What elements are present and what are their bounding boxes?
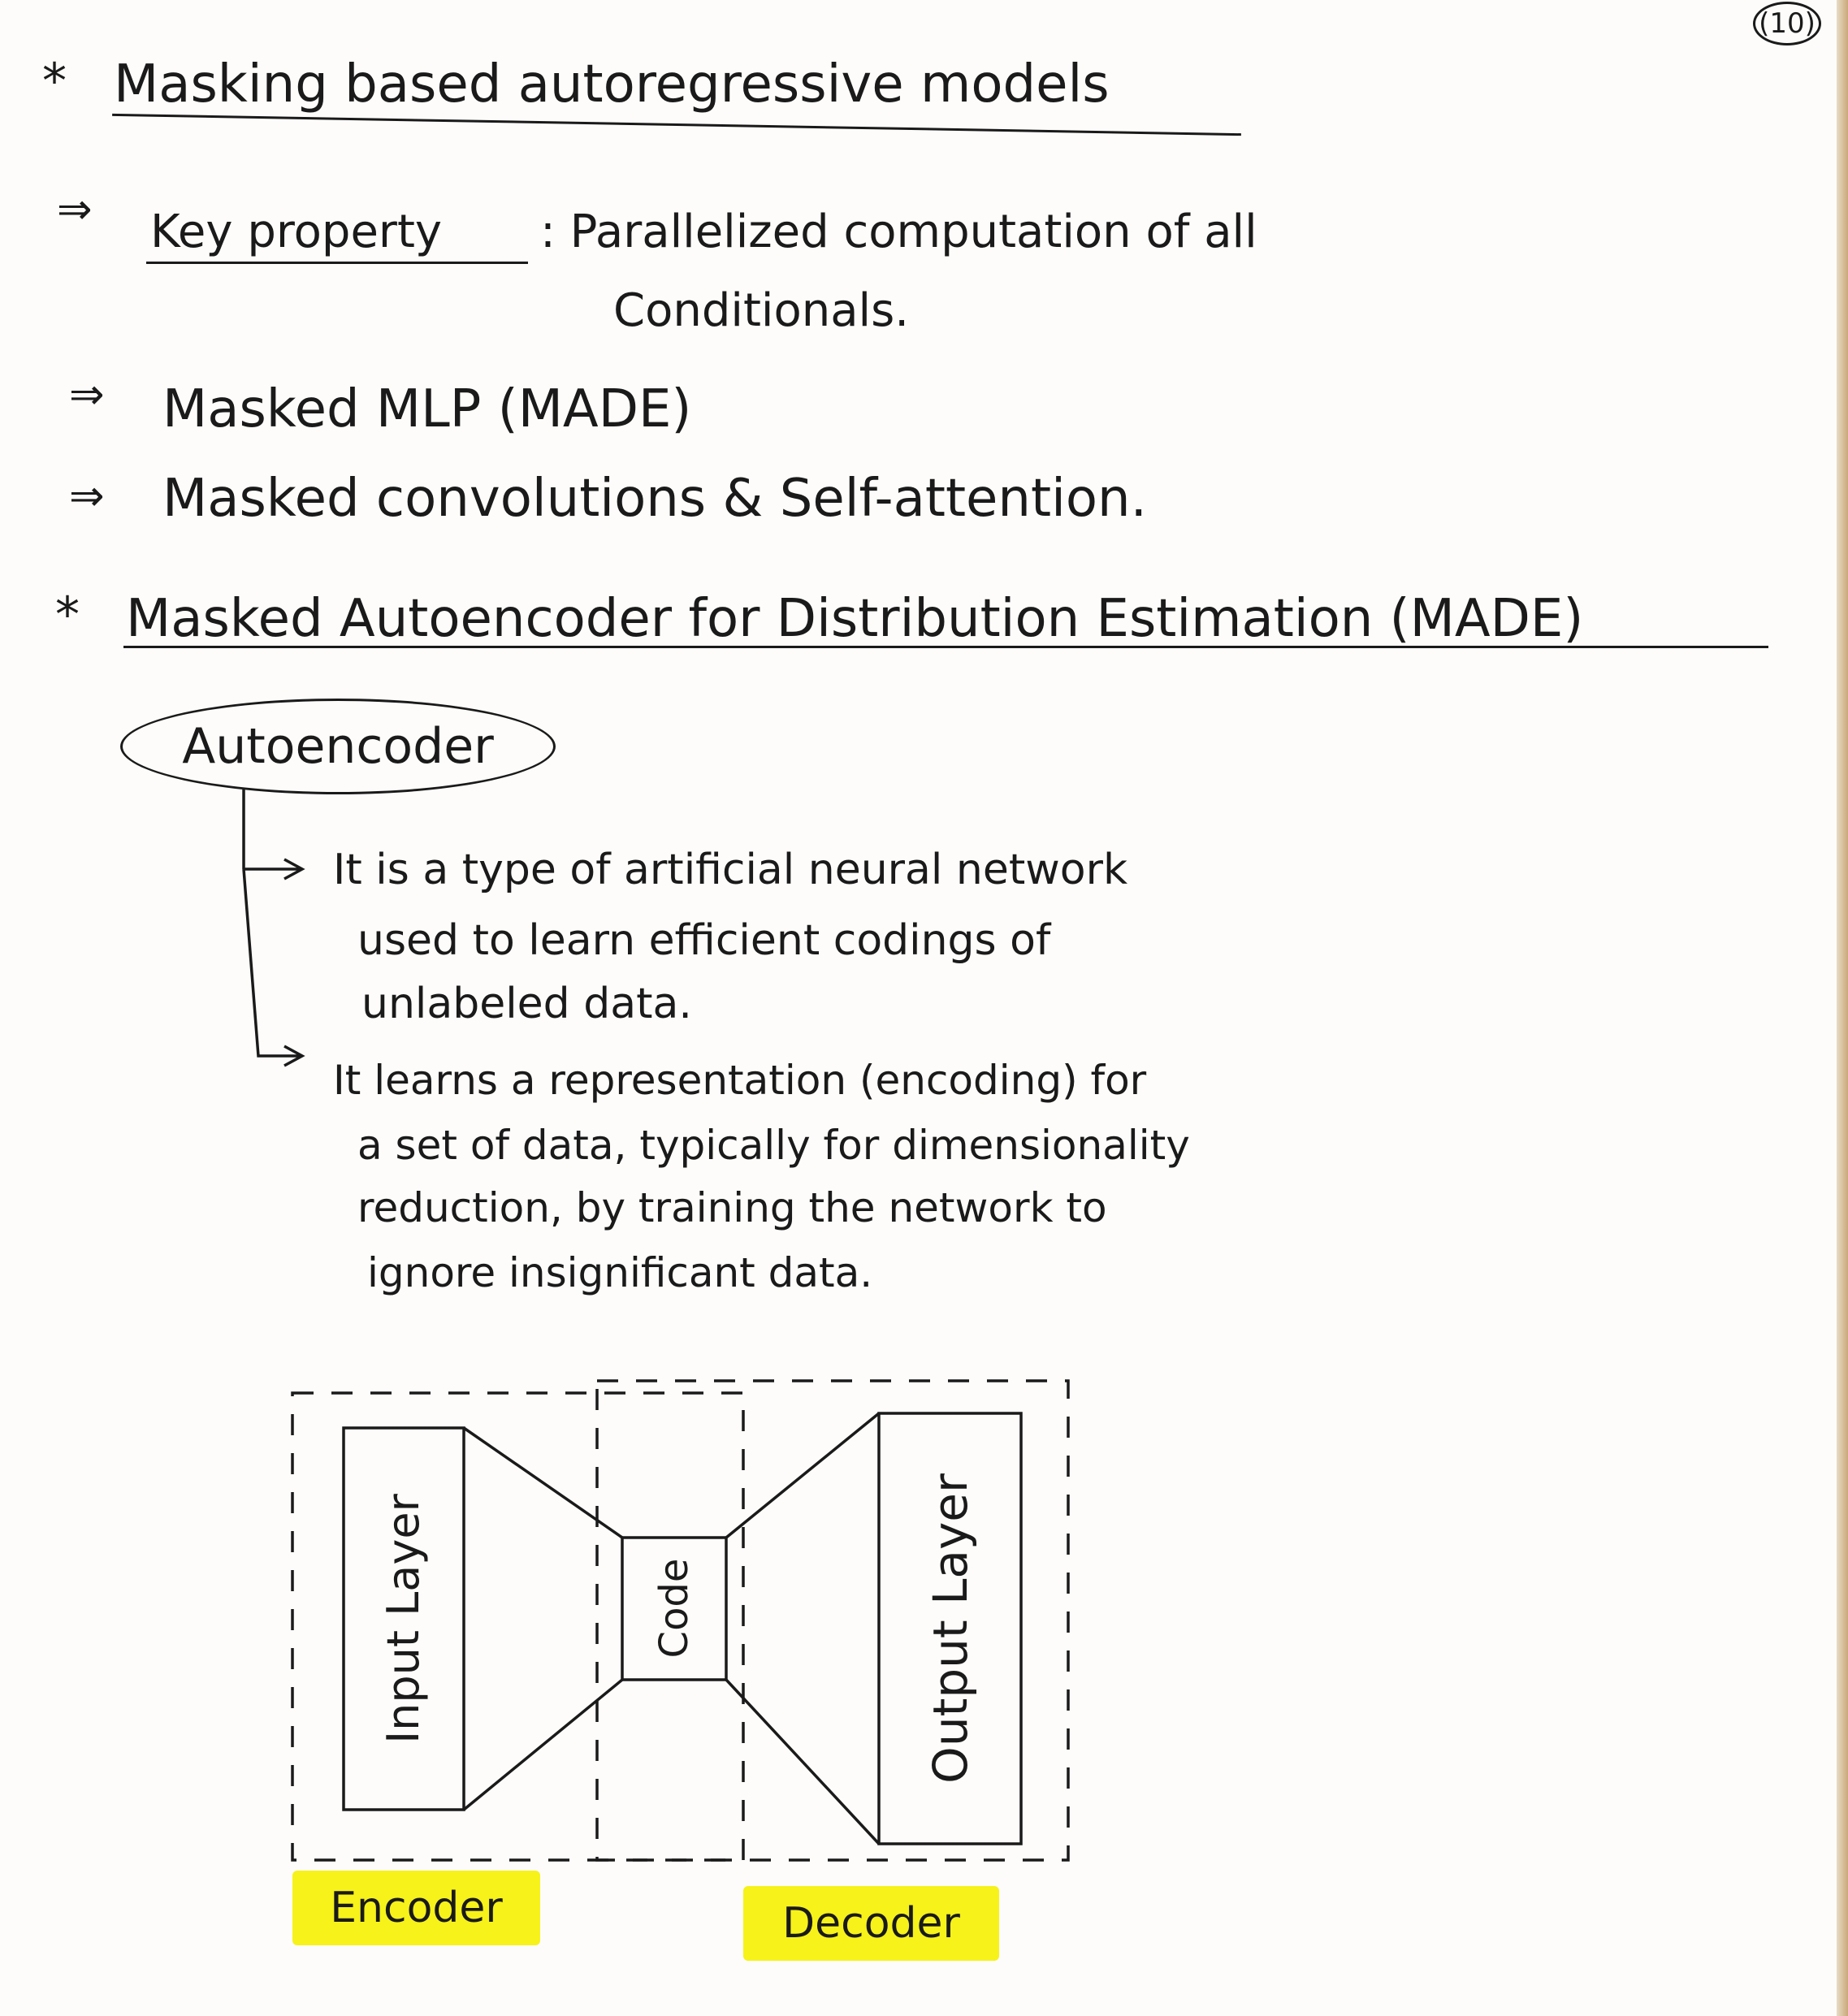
point1-line2: used to learn efficient codings of: [357, 916, 1051, 965]
point2-line2: a set of data, typically for dimensional…: [357, 1122, 1190, 1169]
output-layer-box: [877, 1412, 1023, 1845]
input-layer-label: Input Layer: [378, 1494, 429, 1744]
point2-line1: It learns a representation (encoding) fo…: [333, 1057, 1147, 1104]
key-property-label: Key property: [150, 205, 443, 258]
point1-line1: It is a type of artificial neural networ…: [333, 846, 1128, 894]
connector-arrow-1: [242, 790, 305, 880]
page-edge: [1837, 0, 1848, 2016]
bullet-star: *: [42, 53, 67, 110]
code-label: Code: [651, 1558, 697, 1659]
key-property-text: : Parallelized computation of all: [540, 205, 1257, 258]
made-title-underline: [123, 646, 1768, 648]
arrow-icon: ⇒: [69, 472, 105, 521]
key-property-text-cont: Conditionals.: [613, 284, 910, 337]
decoder-label: Decoder: [743, 1886, 999, 1961]
connector-arrow-2: [242, 868, 305, 1067]
bullet-star: *: [55, 586, 80, 643]
autoencoder-bubble: Autoencoder: [120, 699, 556, 794]
encoder-label: Encoder: [292, 1871, 540, 1945]
page-number: (10): [1753, 2, 1821, 45]
input-layer-box: [342, 1426, 465, 1811]
arrow-icon: ⇒: [57, 185, 93, 234]
code-box: [621, 1536, 728, 1681]
encoder-dashed-box: [291, 1391, 745, 1862]
point2-line4: ignore insignificant data.: [367, 1249, 873, 1296]
key-property-underline: [146, 262, 528, 264]
masked-mlp-item: Masked MLP (MADE): [162, 379, 692, 439]
point2-line3: reduction, by training the network to: [357, 1184, 1107, 1231]
arrow-icon: ⇒: [69, 370, 105, 419]
masked-conv-item: Masked convolutions & Self-attention.: [162, 469, 1147, 529]
section-title: Masking based autoregressive models: [114, 54, 1110, 115]
point1-line3: unlabeled data.: [361, 980, 692, 1028]
output-layer-label: Output Layer: [923, 1473, 978, 1784]
made-title: Masked Autoencoder for Distribution Esti…: [126, 589, 1584, 649]
decoder-dashed-box: [595, 1379, 1070, 1862]
